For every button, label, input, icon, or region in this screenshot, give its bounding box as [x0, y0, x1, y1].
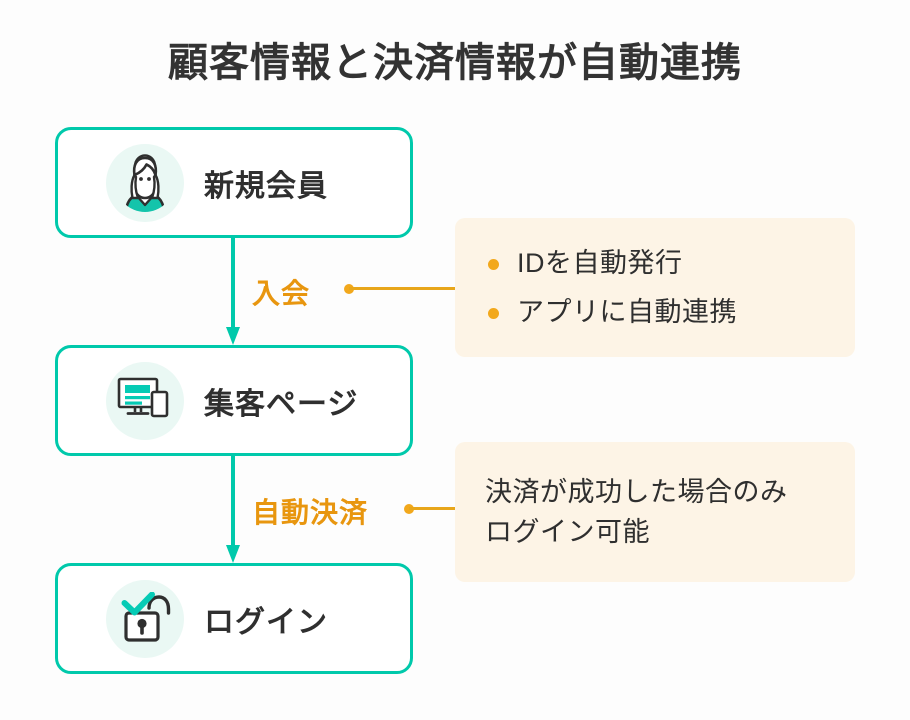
step-box-login[interactable]: ログイン [55, 563, 413, 674]
flow-arrow-1 [226, 238, 240, 345]
note-item: アプリに自動連携 [485, 293, 825, 331]
note-panel-join: IDを自動発行 アプリに自動連携 [455, 218, 855, 357]
member-avatar-icon [106, 143, 184, 222]
note-connector-2 [404, 504, 456, 514]
note-item: ログイン可能 [485, 517, 650, 547]
arrow-shaft [231, 238, 235, 327]
connector-line [409, 507, 456, 510]
connector-line [349, 287, 456, 290]
step-box-new-member[interactable]: 新規会員 [55, 127, 413, 238]
transition-caption-join: 入会 [252, 278, 311, 309]
transition-caption-auto-payment: 自動決済 [252, 497, 369, 528]
arrow-head-icon [226, 327, 240, 345]
step-label: 集客ページ [204, 387, 359, 421]
flow-arrow-2 [226, 456, 240, 563]
step-label: 新規会員 [204, 169, 328, 203]
step-box-landing-page[interactable]: 集客ページ [55, 345, 413, 456]
landing-page-device-icon [106, 361, 184, 440]
arrow-head-icon [226, 545, 240, 563]
step-label: ログイン [204, 605, 328, 639]
note-item: 決済が成功した場合のみ [485, 476, 788, 507]
note-item: IDを自動発行 [485, 244, 825, 282]
unlocked-padlock-check-icon [106, 579, 184, 658]
page-title: 顧客情報と決済情報が自動連携 [168, 41, 742, 85]
arrow-shaft [231, 456, 235, 545]
note-connector-1 [344, 284, 456, 294]
note-panel-auto-payment: 決済が成功した場合のみ ログイン可能 [455, 442, 855, 582]
